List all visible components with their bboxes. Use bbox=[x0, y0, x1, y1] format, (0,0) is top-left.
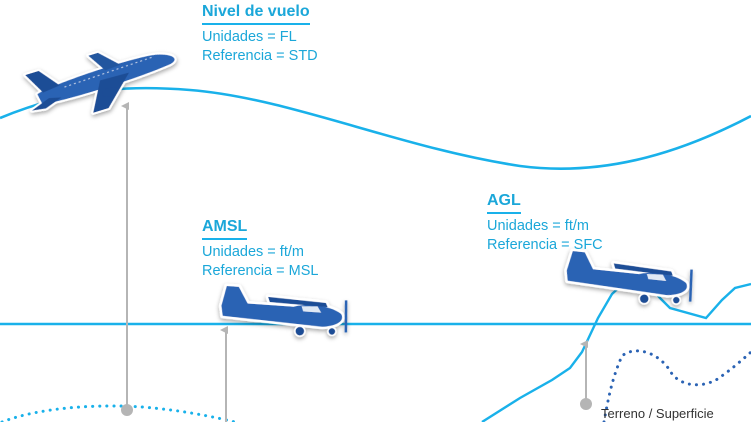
flight-level-units: Unidades = FL bbox=[202, 29, 297, 45]
flight-level-label: Nivel de vuelo Unidades = FL Referencia … bbox=[202, 2, 318, 66]
earth-surface-dotted bbox=[0, 404, 237, 422]
amsl-title: AMSL bbox=[202, 217, 248, 240]
terrain-profile bbox=[481, 278, 751, 422]
flight-level-title: Nivel de vuelo bbox=[202, 2, 310, 25]
flight-level-arrow bbox=[121, 102, 133, 416]
agl-units: Unidades = ft/m bbox=[487, 218, 589, 234]
agl-aircraft-icon bbox=[564, 248, 693, 305]
agl-reference: Referencia = SFC bbox=[487, 237, 603, 253]
flight-level-reference: Referencia = STD bbox=[202, 48, 318, 64]
terrain-label: Terreno / Superficie bbox=[601, 406, 714, 421]
agl-arrow bbox=[580, 340, 592, 410]
amsl-aircraft-icon bbox=[218, 283, 348, 337]
agl-title: AGL bbox=[487, 191, 521, 214]
amsl-units: Unidades = ft/m bbox=[202, 244, 304, 260]
amsl-reference: Referencia = MSL bbox=[202, 263, 319, 279]
terrain-surface-dotted bbox=[602, 349, 751, 422]
airliner-icon bbox=[23, 50, 177, 115]
amsl-label: AMSL Unidades = ft/m Referencia = MSL bbox=[202, 217, 318, 281]
agl-label: AGL Unidades = ft/m Referencia = SFC bbox=[487, 191, 603, 255]
